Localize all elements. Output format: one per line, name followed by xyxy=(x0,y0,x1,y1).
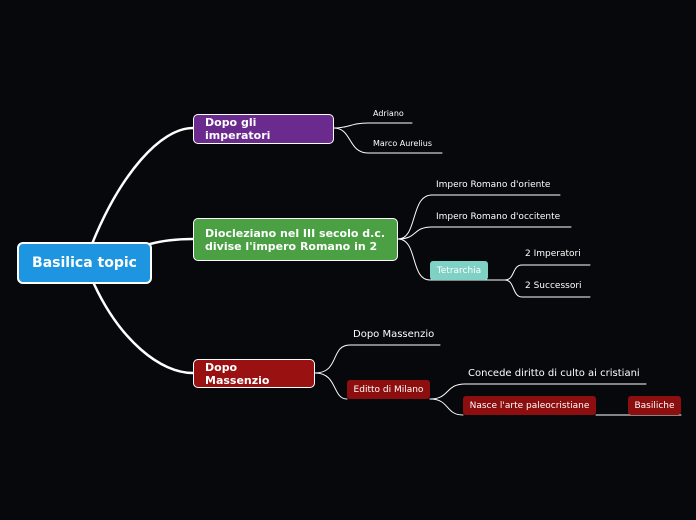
leaf-marco-aurelius[interactable]: Marco Aurelius xyxy=(373,139,432,148)
branch-dopo-gli-imperatori[interactable]: Dopo gli imperatori xyxy=(193,114,334,144)
subtopic-label: Editto di Milano xyxy=(353,384,424,395)
leaf-label: Adriano xyxy=(373,109,404,118)
connector-b1-adriano xyxy=(333,122,413,129)
subtopic-editto-di-milano[interactable]: Editto di Milano xyxy=(347,380,430,399)
leaf-basiliche[interactable]: Basiliche xyxy=(628,396,681,415)
leaf-2-imperatori[interactable]: 2 Imperatori xyxy=(525,249,581,259)
leaf-label: Impero Romano d'oriente xyxy=(436,180,551,190)
subtopic-label: Nasce l'arte paleocristiane xyxy=(469,400,590,411)
connector-b3-editto xyxy=(314,372,348,400)
connector-tetr-imperatori xyxy=(504,264,591,281)
leaf-label: 2 Imperatori xyxy=(525,249,581,259)
leaf-label: Concede diritto di culto ai cristiani xyxy=(468,368,640,379)
leaf-label: Basiliche xyxy=(634,400,675,411)
connector-b2-oriente xyxy=(397,194,561,240)
root-topic[interactable]: Basilica topic xyxy=(17,242,152,284)
connector-editto-concede xyxy=(429,383,647,400)
leaf-label: Marco Aurelius xyxy=(373,139,433,148)
branch-label: Dopo gli imperatori xyxy=(205,116,271,142)
connector-root-branch2 xyxy=(148,237,195,246)
subtopic-nasce-arte-paleocristiane[interactable]: Nasce l'arte paleocristiane xyxy=(463,396,596,415)
root-topic-label: Basilica topic xyxy=(32,255,137,271)
leaf-impero-oriente[interactable]: Impero Romano d'oriente xyxy=(436,180,550,190)
connector-b2-occitente xyxy=(397,226,572,240)
leaf-concede-diritto[interactable]: Concede diritto di culto ai cristiani xyxy=(468,368,640,379)
branch-label: Diocleziano nel III secolo d.c. divise l… xyxy=(205,226,386,253)
connector-tetr-successori xyxy=(504,279,591,298)
connector-b3-massenzio xyxy=(314,344,441,374)
leaf-impero-occitente[interactable]: Impero Romano d'occitente xyxy=(436,212,560,222)
leaf-adriano[interactable]: Adriano xyxy=(373,109,404,118)
leaf-label: Impero Romano d'occitente xyxy=(436,212,561,222)
connector-editto-nasce xyxy=(429,398,464,416)
connector-b2-tetrarchia xyxy=(397,238,506,281)
leaf-label: Dopo Massenzio xyxy=(353,329,435,340)
branch-diocleziano[interactable]: Diocleziano nel III secolo d.c. divise l… xyxy=(193,218,398,261)
leaf-dopo-massenzio[interactable]: Dopo Massenzio xyxy=(353,329,434,340)
connector-root-branch3 xyxy=(92,282,195,375)
leaf-2-successori[interactable]: 2 Successori xyxy=(525,281,582,291)
branch-dopo-massenzio[interactable]: Dopo Massenzio xyxy=(193,359,315,388)
subtopic-label: Tetrarchia xyxy=(436,265,482,276)
subtopic-tetrarchia[interactable]: Tetrarchia xyxy=(430,261,488,280)
connector-b1-marco xyxy=(333,127,443,154)
branch-label: Dopo Massenzio xyxy=(205,360,270,387)
leaf-label: 2 Successori xyxy=(525,281,582,291)
connector-root-branch1 xyxy=(90,126,195,246)
